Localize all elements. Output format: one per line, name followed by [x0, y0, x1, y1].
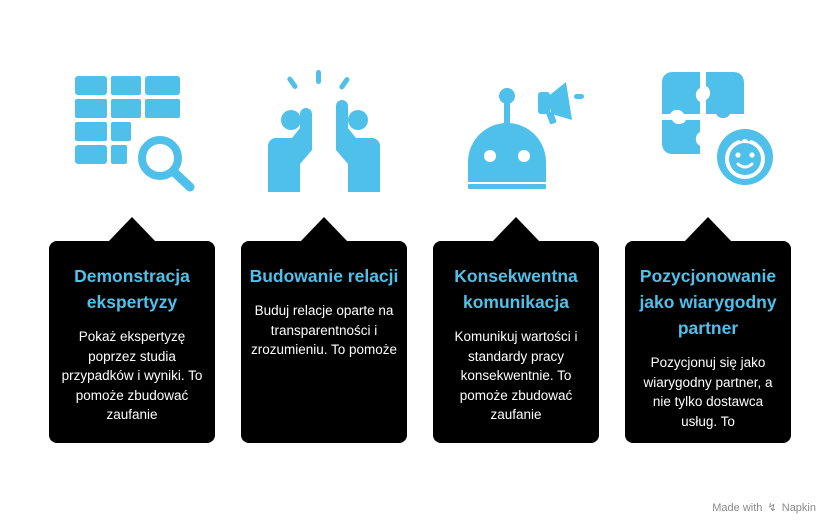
step-title: Konsekwentna komunikacja: [454, 266, 578, 312]
robot-megaphone-icon: [446, 64, 586, 194]
card-pointer: [492, 217, 540, 242]
step-description: Pokaż ekspertyzę poprzez studia przypadk…: [61, 329, 203, 422]
step-description: Buduj relacje oparte na transparentności…: [250, 303, 398, 357]
napkin-credit: Made with ↯ Napkin: [712, 501, 816, 514]
step-card: Demonstracja ekspertyzy Pokaż ekspertyzę…: [49, 241, 215, 443]
step-3: Konsekwentna komunikacja Komunikuj warto…: [433, 0, 599, 528]
card-pointer: [108, 217, 156, 242]
step-card: Konsekwentna komunikacja Komunikuj warto…: [433, 241, 599, 443]
high-five-icon: [254, 64, 394, 194]
card-pointer: [300, 217, 348, 242]
step-description: Pozycjonuj się jako wiarygodny partner, …: [643, 355, 773, 429]
step-title: Demonstracja ekspertyzy: [74, 266, 190, 312]
card-pointer: [684, 217, 732, 242]
table-search-icon: [62, 64, 202, 194]
napkin-logo-icon: ↯: [767, 502, 777, 514]
step-card: Pozycjonowanie jako wiarygodny partner P…: [625, 241, 791, 443]
step-4: Pozycjonowanie jako wiarygodny partner P…: [625, 0, 791, 528]
puzzle-baby-icon: [638, 64, 778, 194]
step-title: Pozycjonowanie jako wiarygodny partner: [639, 266, 777, 338]
made-with-label: Made with: [712, 502, 763, 514]
brand-label: Napkin: [781, 502, 816, 514]
step-2: Budowanie relacji Buduj relacje oparte n…: [241, 0, 407, 528]
step-card: Budowanie relacji Buduj relacje oparte n…: [241, 241, 407, 443]
step-description: Komunikuj wartości i standardy pracy kon…: [454, 329, 578, 422]
step-1: Demonstracja ekspertyzy Pokaż ekspertyzę…: [49, 0, 215, 528]
step-title: Budowanie relacji: [249, 266, 399, 286]
